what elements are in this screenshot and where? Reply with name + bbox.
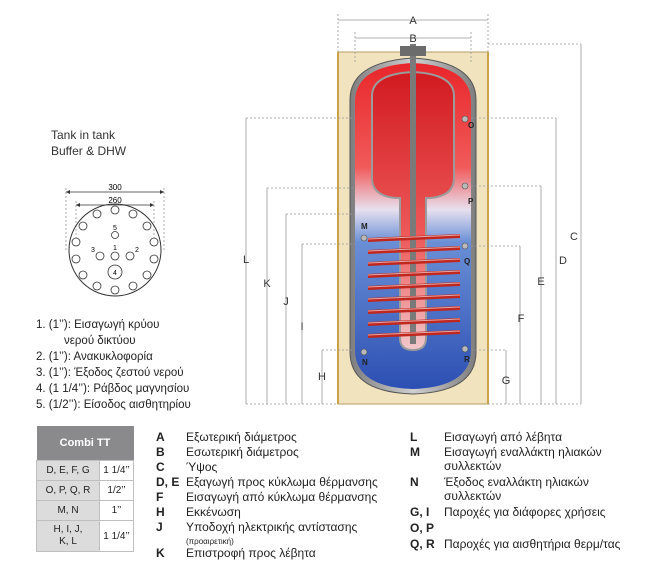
- legend-text: Ύψος: [186, 460, 218, 474]
- dim-label-k: K: [263, 278, 271, 290]
- dim-label-g: G: [502, 375, 511, 387]
- outer-dim-label: 300: [108, 183, 122, 192]
- dim-label-b: B: [409, 33, 416, 45]
- legend-text: Παροχές για διάφορες χρήσεις: [444, 505, 606, 519]
- connection-1-cont: νερού δικτύου: [64, 335, 136, 347]
- spec-size: 1 1/4’’: [99, 520, 134, 552]
- spec-name: D, E, F, G: [36, 460, 100, 481]
- dim-label-l: L: [243, 254, 249, 266]
- connection-4: 4. (1 1/4’’): Ράβδος μαγνησίου: [36, 383, 190, 395]
- port-label-n: N: [362, 358, 368, 367]
- legend-key: D, E: [156, 475, 180, 489]
- tank-lid-circle: [68, 203, 162, 297]
- dim-label-i: I: [300, 321, 303, 333]
- legend-text: Παροχές για αισθητήρια θερμ/τας: [444, 537, 621, 551]
- table-row: D, E, F, G 1 1/4’’: [36, 460, 134, 481]
- dim-label-d: D: [559, 255, 567, 267]
- legend-key: Q, R: [410, 537, 435, 551]
- legend-key: B: [156, 445, 165, 459]
- port-label-p: P: [468, 197, 474, 206]
- connection-5: 5. (1/2’’): Είσοδος αισθητηρίου: [36, 399, 191, 411]
- legend-text: Εισαγωγή από λέβητα: [444, 430, 563, 444]
- table-row: H, I, J, K, L 1 1/4’’: [36, 520, 134, 552]
- port-label-q: Q: [464, 257, 470, 266]
- legend-note: (προαιρετική): [186, 537, 234, 546]
- title-line-1: Tank in tank: [51, 128, 116, 142]
- magnesium-rod: [410, 44, 416, 344]
- table-row: M, N 1’’: [36, 500, 134, 521]
- port-label-m: M: [361, 222, 368, 231]
- legend-text: Εξωτερική διάμετρος: [186, 430, 297, 444]
- spec-size: 1/2’’: [99, 480, 134, 501]
- connection-3: 3. (1’’): Έξοδος ζεστού νερού: [36, 367, 184, 379]
- legend-key: K: [156, 546, 165, 560]
- spec-size: 1’’: [99, 500, 134, 521]
- spec-name: O, P, Q, R: [36, 480, 100, 501]
- legend-text: Εσωτερική διάμετρος: [186, 445, 299, 459]
- dimension-lines: [245, 14, 582, 405]
- legend-key: M: [410, 445, 420, 459]
- tank-diagram: A B C D E F G H I J K L O P Q R M N: [243, 14, 582, 405]
- legend-text: Έξοδος εναλλάκτη ηλιακών: [444, 475, 589, 489]
- legend-key: H: [156, 505, 165, 519]
- spec-name: M, N: [36, 500, 100, 521]
- legend-text: Εκκένωση: [186, 505, 241, 519]
- legend-text-cont: συλλεκτών: [444, 459, 502, 473]
- legend-text: Επιστροφή προς λέβητα: [186, 546, 316, 560]
- port-label-r: R: [464, 355, 470, 364]
- legend-key: O, P: [410, 521, 435, 535]
- legend-text-cont: συλλεκτών: [444, 489, 502, 503]
- spec-name-line-2: K, L: [59, 536, 77, 547]
- sensor-ports: [360, 115, 469, 356]
- dim-label-c: C: [570, 231, 578, 243]
- legend-key: L: [410, 430, 418, 444]
- table-row: O, P, Q, R 1/2’’: [36, 480, 134, 501]
- spec-table-header: Combi TT: [36, 426, 134, 461]
- title-line-2: Buffer & DHW: [51, 144, 127, 158]
- legend-text: Εξαγωγή προς κύκλωμα θέρμανσης: [186, 475, 378, 489]
- spec-name-multiline: H, I, J, K, L: [36, 520, 100, 552]
- legend-text: Εισαγωγή εναλλάκτη ηλιακών: [444, 445, 602, 459]
- legend-key: C: [156, 460, 165, 474]
- dim-label-h: H: [318, 371, 326, 383]
- ports: [95, 231, 135, 280]
- solar-coil: [367, 234, 461, 338]
- dim-label-f: F: [518, 313, 525, 325]
- legend-key: G, I: [410, 505, 430, 519]
- spec-name-line-1: H, I, J,: [53, 524, 83, 535]
- legend-key: A: [156, 430, 165, 444]
- dim-label-j: J: [283, 296, 289, 308]
- top-view-diagram: 300 260 5 1 3 2 4: [65, 183, 165, 297]
- port-label-4: 4: [113, 270, 117, 277]
- spec-size: 1 1/4’’: [99, 460, 134, 481]
- connection-1: 1. (1’’): Εισαγωγή κρύου: [36, 319, 160, 331]
- legend-left: A Εξωτερική διάμετρος B Εσωτερική διάμετ…: [156, 430, 406, 560]
- connection-2: 2. (1’’): Ανακυκλοφορία: [36, 351, 153, 363]
- legend-key: J: [156, 520, 163, 534]
- top-flange: [400, 46, 426, 56]
- port-label-2: 2: [135, 247, 139, 254]
- dim-label-e: E: [537, 276, 544, 288]
- port-label-5: 5: [113, 225, 117, 232]
- legend-right: L Εισαγωγή από λέβητα M Εισαγωγή εναλλάκ…: [410, 430, 645, 560]
- bolt-holes: [71, 205, 159, 295]
- port-label-o: O: [468, 121, 474, 130]
- spec-table: Combi TT D, E, F, G 1 1/4’’ O, P, Q, R 1…: [36, 426, 134, 552]
- inner-dim-label: 260: [108, 196, 122, 205]
- legend-key: F: [156, 490, 164, 504]
- legend-text: Εισαγωγή από κύκλωμα θέρμανσης: [186, 490, 378, 504]
- legend-key: N: [410, 475, 419, 489]
- dim-label-a: A: [409, 15, 417, 27]
- port-label-3: 3: [91, 247, 95, 254]
- legend-text: Υποδοχή ηλεκτρικής αντίστασης: [186, 520, 358, 534]
- port-label-1: 1: [113, 245, 117, 252]
